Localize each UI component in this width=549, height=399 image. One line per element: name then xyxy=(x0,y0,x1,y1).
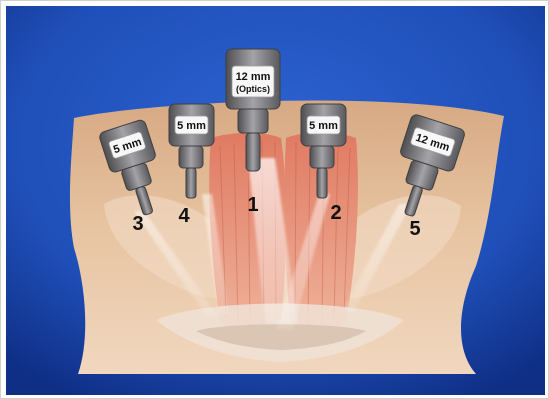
trocar-4-collar xyxy=(179,146,203,168)
port-number-3: 3 xyxy=(132,213,143,235)
laparoscopy-port-diagram: 12 mm (Optics) 5 mm 5 mm 5 mm xyxy=(6,6,545,395)
trocar-1-size: 12 mm xyxy=(236,71,271,83)
trocar-2-cannula xyxy=(317,168,327,198)
port-number-2: 2 xyxy=(330,202,341,224)
trocar-1-cannula xyxy=(246,133,260,171)
port-number-1: 1 xyxy=(247,194,258,216)
trocar-2-collar xyxy=(310,146,334,168)
port-number-4: 4 xyxy=(178,205,190,227)
trocar-1-sublabel: (Optics) xyxy=(236,84,270,94)
trocar-4-size: 5 mm xyxy=(177,120,206,132)
trocar-1-collar xyxy=(238,109,268,133)
trocar-2-size: 5 mm xyxy=(309,120,338,132)
port-number-5: 5 xyxy=(409,218,420,240)
trocar-4-cannula xyxy=(186,168,196,198)
